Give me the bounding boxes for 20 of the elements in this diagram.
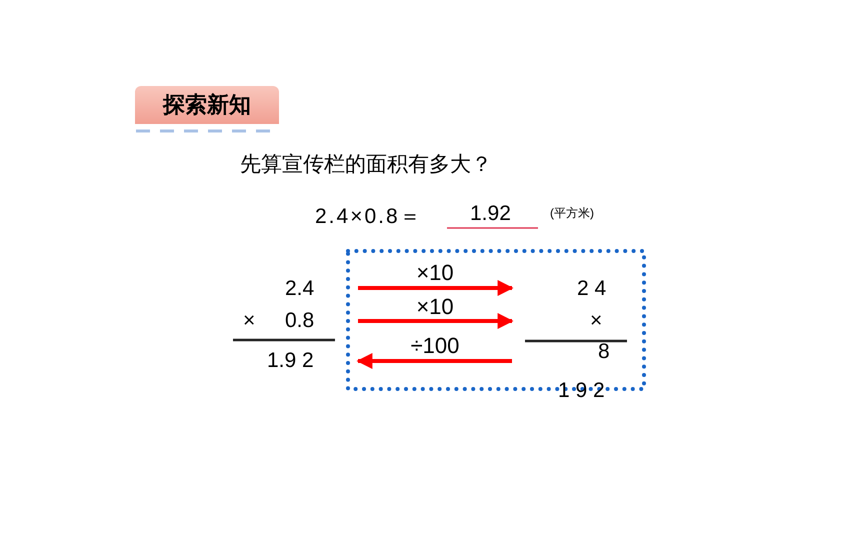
arrow <box>358 313 514 329</box>
multiplicand: 2.4 <box>285 278 314 299</box>
multiplier: 8 <box>598 341 610 362</box>
times-sign: × <box>243 310 256 331</box>
edge-label: ×10 <box>415 262 455 284</box>
times-sign: × <box>590 310 602 331</box>
equation-text: 2.4×0.8＝ <box>315 206 423 227</box>
arrow <box>356 353 512 369</box>
answer-text: 1.92 <box>470 203 511 224</box>
product: 1 9 2 <box>558 380 605 401</box>
question-text: 先算宣传栏的面积有多大？ <box>240 154 492 175</box>
section-heading: 探索新知 <box>162 94 252 116</box>
edge-label: ÷100 <box>410 335 460 357</box>
heading-tab <box>135 86 279 124</box>
multiplicand: 2 4 <box>577 278 606 299</box>
edge-label: ×10 <box>415 296 455 318</box>
unit-text: (平方米) <box>550 207 594 219</box>
product: 1.9 2 <box>267 350 314 371</box>
multiplier: 0.8 <box>285 310 314 331</box>
arrow <box>358 280 514 296</box>
